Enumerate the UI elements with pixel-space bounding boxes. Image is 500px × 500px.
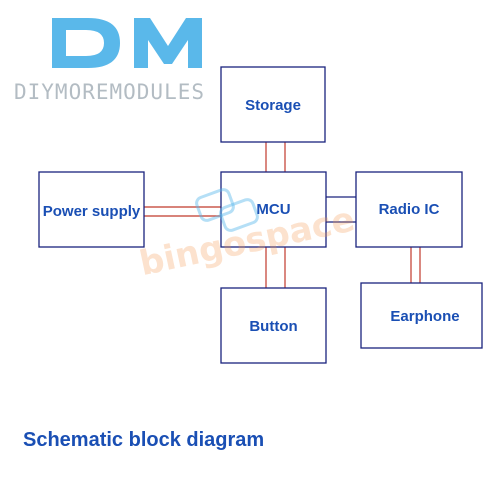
connector-mcu-radio [326, 196, 356, 223]
connector-power-mcu [144, 206, 221, 217]
logo-wordmark: DIYMOREMODULES [14, 80, 206, 104]
node-label-storage: Storage [245, 97, 301, 114]
diagram-caption: Schematic block diagram [23, 429, 265, 451]
node-label-button: Button [249, 318, 298, 335]
node-label-power-supply: Power supply [42, 203, 141, 220]
connector-mcu-button [265, 247, 286, 288]
brand-logo: DIYMOREMODULES [0, 0, 500, 120]
connector-mcu-storage [265, 142, 286, 172]
node-box-radio-ic [355, 171, 463, 248]
node-label-earphone: Earphone [390, 308, 460, 325]
watermark-logo [195, 188, 259, 232]
node-box-power-supply [38, 171, 145, 248]
node-label-mcu: MCU [256, 201, 291, 218]
logo-dm-letters [52, 18, 202, 68]
node-box-storage [220, 66, 326, 143]
connector-radio-earphone [410, 247, 421, 283]
node-box-button [220, 287, 327, 364]
node-label-radio-ic: Radio IC [378, 201, 440, 218]
node-box-mcu [220, 171, 327, 248]
node-box-earphone [360, 282, 483, 349]
